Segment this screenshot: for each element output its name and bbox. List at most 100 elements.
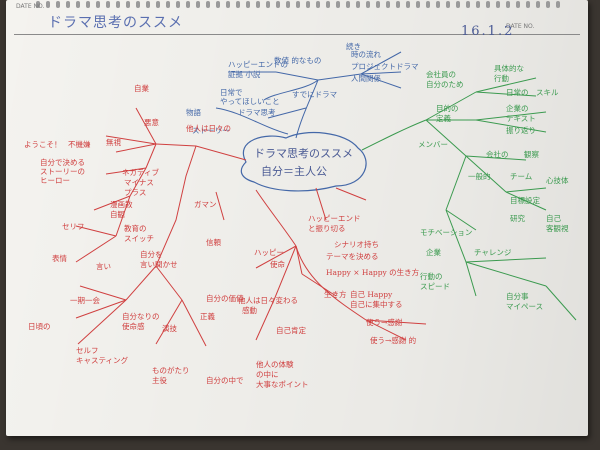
binding-ring (446, 1, 450, 8)
mind-map-branches (75, 51, 577, 347)
green-label: チーム (510, 172, 533, 181)
blue-label: ドラマ思考 (238, 108, 276, 117)
binding-ring (306, 1, 310, 8)
center-bubble-outline (240, 131, 367, 192)
binding-ring (156, 1, 160, 8)
red-label: シナリオ持ち (334, 240, 379, 249)
binding-ring (406, 1, 410, 8)
red-label: 他人の体験 (256, 360, 294, 369)
blue-label: やってほしいこと (220, 97, 280, 106)
red-label: セルフ (76, 346, 99, 355)
red-label: 一期一会 (70, 296, 100, 305)
red-label: ストーリーの (40, 167, 85, 176)
binding-ring (376, 1, 380, 8)
green-label: スキル (536, 88, 559, 97)
binding-ring (276, 1, 280, 8)
binding-ring (396, 1, 400, 8)
binding-ring (226, 1, 230, 8)
blue-label: プロジェクトドラマ (351, 62, 419, 71)
header-label-left: DATE NO. (16, 3, 45, 10)
red-label: ハッピーエンド (308, 214, 361, 223)
red-label: 使命 (270, 260, 285, 269)
green-label: 客観視 (546, 224, 569, 233)
green-label: 振り返り (506, 126, 536, 135)
green-label: 目標設定 (510, 196, 540, 205)
red-label: スイッチ (124, 234, 154, 243)
binding-ring (546, 1, 550, 8)
binding-ring (136, 1, 140, 8)
green-label: 行動 (494, 74, 509, 83)
binding-ring (46, 1, 50, 8)
binding-ring (116, 1, 120, 8)
red-label: Happy × Happy の生き方 (326, 268, 420, 277)
page-date: 16.1.2 (461, 24, 515, 39)
red-label: 自分で決める (40, 158, 85, 167)
red-label: 感動 (242, 306, 257, 315)
green-label: 会社員の (426, 70, 456, 79)
red-label: 表情 (52, 254, 67, 263)
binding-ring (296, 1, 300, 8)
blue-label: 日常で (220, 88, 243, 97)
binding-ring (106, 1, 110, 8)
red-label: 自己肯定 (276, 326, 306, 335)
red-label: プラス (124, 188, 147, 197)
red-label: 使命感 (122, 322, 145, 331)
red-label: 生き方 (324, 290, 347, 299)
red-label: 言い (96, 262, 111, 271)
binding-ring (556, 1, 560, 8)
green-label: 研究 (510, 214, 525, 223)
green-label: 目的の (436, 104, 459, 113)
green-label: 企業の (506, 104, 529, 113)
center-subtitle: 自分＝主人公 (261, 165, 327, 178)
red-label: 他人は日々の (186, 124, 231, 133)
green-label: 日常の (506, 88, 529, 97)
red-label: ネガティブ (122, 168, 160, 177)
red-label: 漫画教 (110, 200, 133, 209)
green-label: スピード (420, 282, 450, 291)
binding-ring (476, 1, 480, 8)
binding-ring (346, 1, 350, 8)
binding-ring (326, 1, 330, 8)
red-label: 自業 (134, 84, 149, 93)
binding-ring (166, 1, 170, 8)
paper-shading (6, 0, 588, 436)
red-label: ようこそ！ (24, 140, 62, 149)
green-label: メンバー (418, 140, 448, 149)
red-label: 自己 Happy (350, 290, 393, 299)
binding-ring (436, 1, 440, 8)
binding-ring (246, 1, 250, 8)
green-label: 一般的 (468, 172, 491, 181)
binding-ring (206, 1, 210, 8)
red-label: 信頼 (206, 238, 221, 247)
notebook-page: DATE NO. DATE NO. ドラマ思考のススメ 16.1.2 (6, 0, 588, 436)
binding-ring (76, 1, 80, 8)
red-label: 正義 (200, 312, 215, 321)
binding-ring (66, 1, 70, 8)
binding-ring (356, 1, 360, 8)
red-label: 使う→感謝 (366, 318, 403, 327)
red-label: 自分なりの (122, 312, 160, 321)
red-label: 不機嫌 (68, 140, 91, 149)
red-label: 主役 (152, 376, 167, 385)
binding-ring (96, 1, 100, 8)
binding-ring (236, 1, 240, 8)
green-label: モチベーション (420, 228, 473, 237)
green-label: 自分事 (506, 292, 529, 301)
center-title: ドラマ思考のススメ (254, 147, 353, 160)
blue-label: 続き (346, 42, 361, 51)
blue-label: 時の流れ (351, 50, 381, 59)
binding-ring (386, 1, 390, 8)
green-label: 具体的な (494, 64, 524, 73)
header-rule (14, 34, 580, 35)
red-label: 無視 (106, 138, 121, 147)
green-label: テキスト (506, 114, 536, 123)
page-title: ドラマ思考のススメ (48, 15, 183, 31)
red-label: 教育の (124, 224, 147, 233)
red-label: 自己に集中する (350, 300, 403, 309)
binding-ring (36, 1, 40, 8)
binding-ring (456, 1, 460, 8)
red-label: 使う→感謝 的 (370, 336, 417, 345)
binding-ring (316, 1, 320, 8)
binding-ring (536, 1, 540, 8)
red-label: キャスティング (76, 356, 129, 365)
